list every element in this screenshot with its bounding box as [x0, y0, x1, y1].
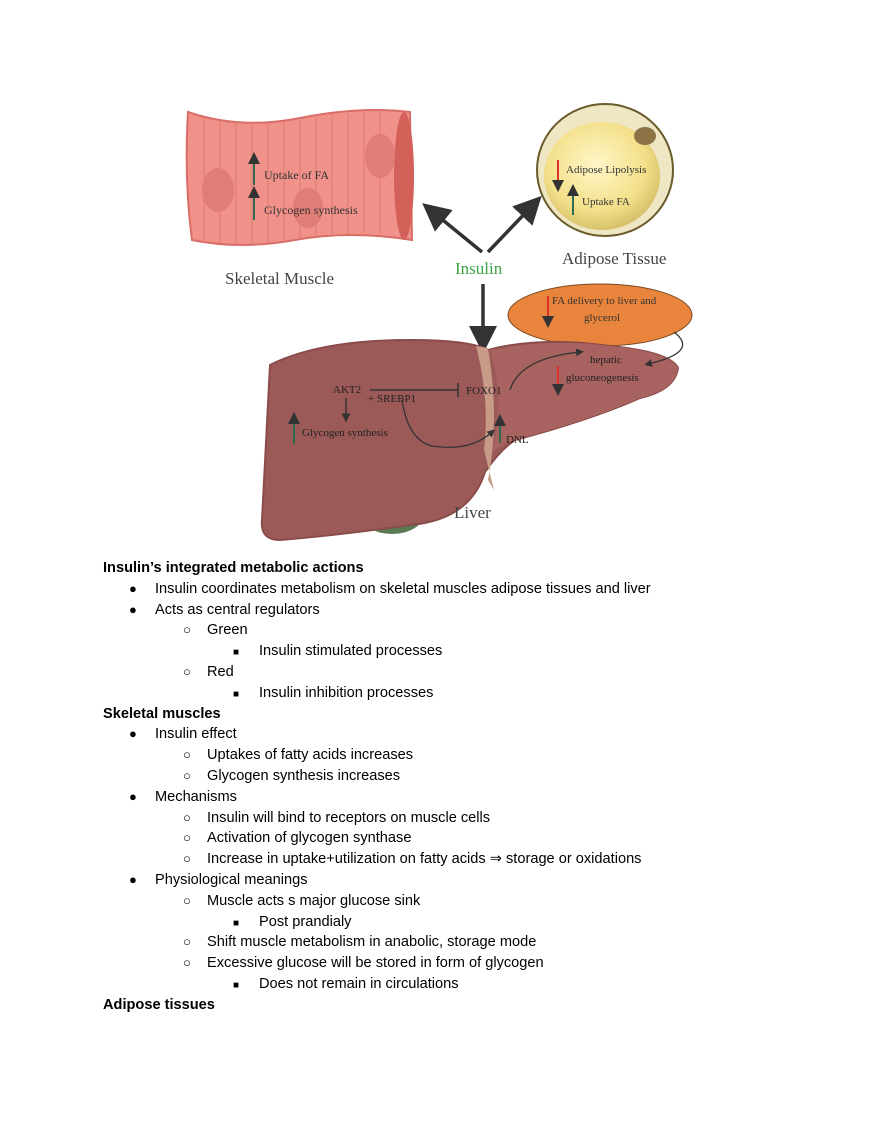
- gluconeo-line1: hepatic: [590, 354, 622, 366]
- outline-item: ■ Insulin inhibition processes: [103, 683, 803, 704]
- liver-graphic: [260, 338, 680, 542]
- fa-delivery-line1: FA delivery to liver and: [552, 295, 657, 307]
- bullet-marker: ●: [129, 580, 137, 596]
- adipose-title: Adipose Tissue: [562, 249, 666, 268]
- muscle-effect-glycogen: Glycogen synthesis: [264, 203, 358, 217]
- outline-item: ○ Muscle acts s major glucose sink: [103, 891, 803, 912]
- adipose-effect-lipolysis: Adipose Lipolysis: [566, 164, 646, 176]
- outline-text: Post prandialy: [259, 913, 352, 930]
- bullet-marker: ○: [183, 809, 191, 825]
- muscle-title: Skeletal Muscle: [225, 269, 334, 288]
- outline-text: Green: [207, 622, 248, 639]
- srebp1-label: + SREBP1: [368, 393, 416, 405]
- outline-item: ○ Shift muscle metabolism in anabolic, st…: [103, 932, 803, 953]
- outline-item: ○ Activation of glycogen synthase: [103, 828, 803, 849]
- adipose-effect-fa-uptake: Uptake FA: [582, 196, 630, 208]
- lecture-notes: Insulin’s integrated metabolic actions ● I…: [103, 558, 803, 1016]
- outline-text: Insulin effect: [155, 726, 237, 743]
- outline-text: Adipose tissues: [103, 996, 215, 1013]
- outline-text: Acts as central regulators: [155, 601, 320, 618]
- outline-text: Physiological meanings: [155, 871, 308, 888]
- outline-text: Glycogen synthesis increases: [207, 767, 401, 784]
- bullet-marker: ○: [183, 892, 191, 908]
- outline-item: ○ Glycogen synthesis increases: [103, 766, 803, 787]
- outline-text: Does not remain in circulations: [259, 975, 459, 992]
- outline-text: Uptakes of fatty acids increases: [207, 747, 414, 764]
- akt2-label: AKT2: [333, 384, 361, 396]
- outline-item: ○ Red: [103, 662, 803, 683]
- gluconeo-line2: gluconeogenesis: [566, 372, 639, 384]
- foxo1-label: FOXO1: [466, 385, 501, 397]
- bullet-marker: ■: [233, 647, 240, 659]
- bullet-marker: ●: [129, 871, 137, 887]
- outline-item: ○ Increase in uptake+utilization on fatty…: [103, 849, 803, 870]
- outline-item: ■ Does not remain in circulations: [103, 974, 803, 995]
- section-heading: Skeletal muscles: [103, 704, 803, 725]
- bullet-marker: ○: [183, 663, 191, 679]
- outline-item: ○ Green: [103, 620, 803, 641]
- muscle-effect-fa-uptake: Uptake of FA: [264, 168, 329, 182]
- bullet-marker: ●: [129, 601, 137, 617]
- bullet-marker: ○: [183, 767, 191, 783]
- liver-glycogen-label: Glycogen synthesis: [302, 427, 388, 439]
- bullet-marker: ■: [233, 917, 240, 929]
- outline-text: Insulin inhibition processes: [259, 684, 434, 701]
- outline-text: Excessive glucose will be stored in form…: [207, 955, 544, 972]
- outline-text: Skeletal muscles: [103, 705, 221, 722]
- dnl-label: DNL: [506, 434, 529, 446]
- outline-item: ■ Post prandialy: [103, 912, 803, 933]
- bullet-marker: ○: [183, 934, 191, 950]
- outline-text: Mechanisms: [155, 788, 237, 805]
- bullet-marker: ●: [129, 726, 137, 742]
- bullet-marker: ■: [233, 979, 240, 991]
- outline-text: Insulin coordinates metabolism on skelet…: [155, 580, 651, 597]
- outline-text: Shift muscle metabolism in anabolic, sto…: [207, 934, 537, 951]
- outline-text: Red: [207, 663, 234, 680]
- bullet-marker: ●: [129, 788, 137, 804]
- bullet-marker: ■: [233, 688, 240, 700]
- outline-text: Insulin’s integrated metabolic actions: [103, 560, 364, 576]
- outline-text: Insulin will bind to receptors on muscle…: [207, 809, 491, 826]
- outline-text: Increase in uptake+utilization on fatty …: [207, 851, 642, 868]
- section-heading: Insulin’s integrated metabolic actions: [103, 558, 803, 579]
- bullet-marker: ○: [183, 851, 191, 867]
- outline-text: Muscle acts s major glucose sink: [207, 892, 421, 909]
- section-heading: Adipose tissues: [103, 995, 803, 1016]
- bullet-marker: ○: [183, 747, 191, 763]
- outline-item: ○ Uptakes of fatty acids increases: [103, 745, 803, 766]
- outline-item: ● Insulin coordinates metabolism on skele…: [103, 579, 803, 600]
- outline-item: ■ Insulin stimulated processes: [103, 641, 803, 662]
- outline-text: Activation of glycogen synthase: [207, 830, 412, 847]
- outline-item: ○ Excessive glucose will be stored in for…: [103, 953, 803, 974]
- fa-delivery-line2: glycerol: [584, 312, 620, 324]
- liver-title: Liver: [454, 503, 491, 522]
- outline-item: ○ Insulin will bind to receptors on muscl…: [103, 808, 803, 829]
- bullet-marker: ○: [183, 622, 191, 638]
- bullet-marker: ○: [183, 955, 191, 971]
- outline-item: ● Insulin effect: [103, 724, 803, 745]
- insulin-action-diagram: Uptake of FA Glycogen synthesis Skeletal…: [185, 103, 693, 542]
- outline-text: Insulin stimulated processes: [259, 643, 443, 660]
- outline-item: ● Acts as central regulators: [103, 600, 803, 621]
- outline-item: ● Physiological meanings: [103, 870, 803, 891]
- skeletal-muscle-graphic: [185, 109, 414, 246]
- bullet-marker: ○: [183, 830, 191, 846]
- insulin-label: Insulin: [455, 259, 503, 278]
- outline-item: ● Mechanisms: [103, 787, 803, 808]
